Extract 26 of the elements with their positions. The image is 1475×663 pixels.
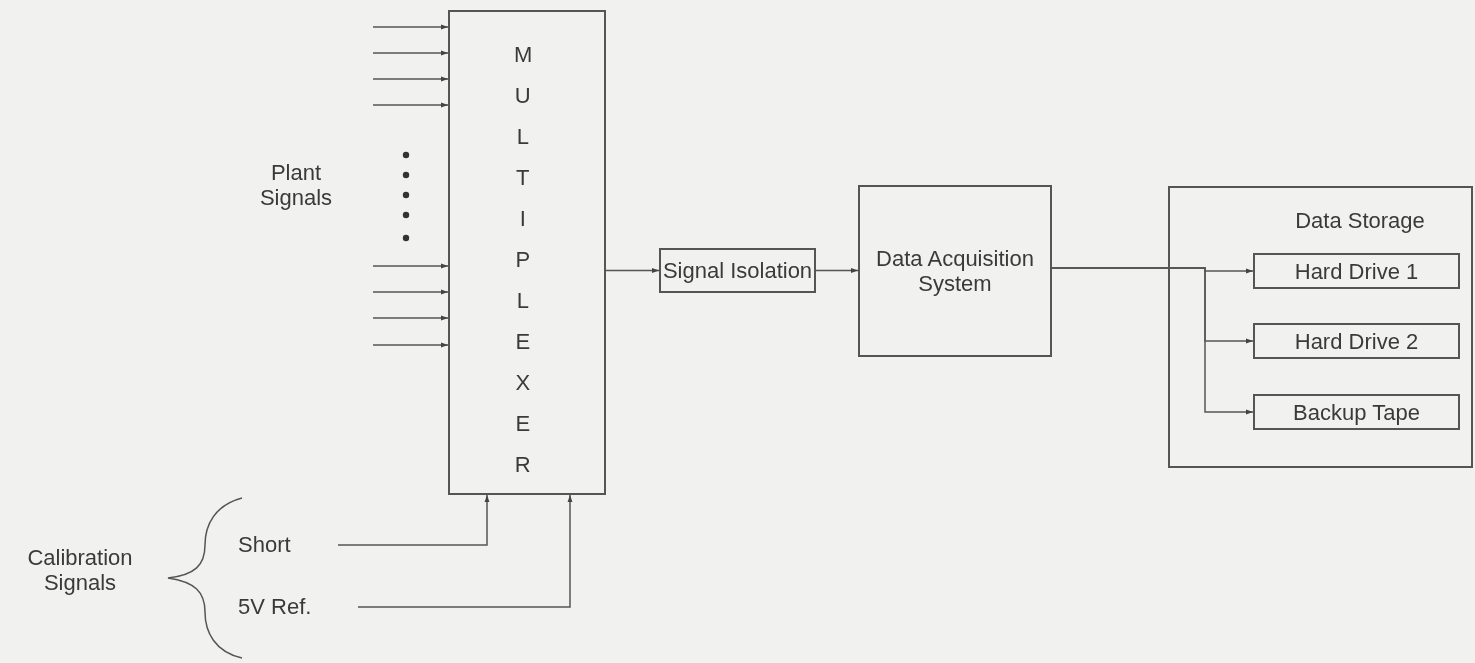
arrow (605, 268, 660, 273)
arrow (372, 24, 449, 30)
panel-title: Data Storage (1294, 208, 1426, 233)
arrow (372, 263, 449, 269)
storage-device-box: Hard Drive 2 (1253, 323, 1460, 359)
arrow (372, 289, 449, 295)
arrow (372, 50, 449, 56)
arrow (1051, 267, 1254, 415)
arrow (372, 102, 449, 108)
storage-device-box: Hard Drive 1 (1253, 253, 1460, 289)
process-box: Data Acquisition System (858, 185, 1052, 357)
signal-label: Short (238, 530, 328, 560)
arrow (815, 268, 859, 273)
arrow (372, 315, 449, 321)
arrow (372, 342, 449, 348)
arrow (372, 76, 449, 82)
multiplexer-box (448, 10, 606, 495)
arrow (357, 494, 573, 608)
vertical-text: MULTIPLEXER (514, 41, 532, 479)
group-label: Plant Signals (258, 160, 334, 210)
group-label: Calibration Signals (26, 545, 134, 595)
signal-label: 5V Ref. (238, 592, 348, 622)
arrow (337, 494, 490, 546)
process-box: Signal Isolation (659, 248, 816, 293)
storage-panel (1168, 186, 1473, 468)
storage-device-box: Backup Tape (1253, 394, 1460, 430)
